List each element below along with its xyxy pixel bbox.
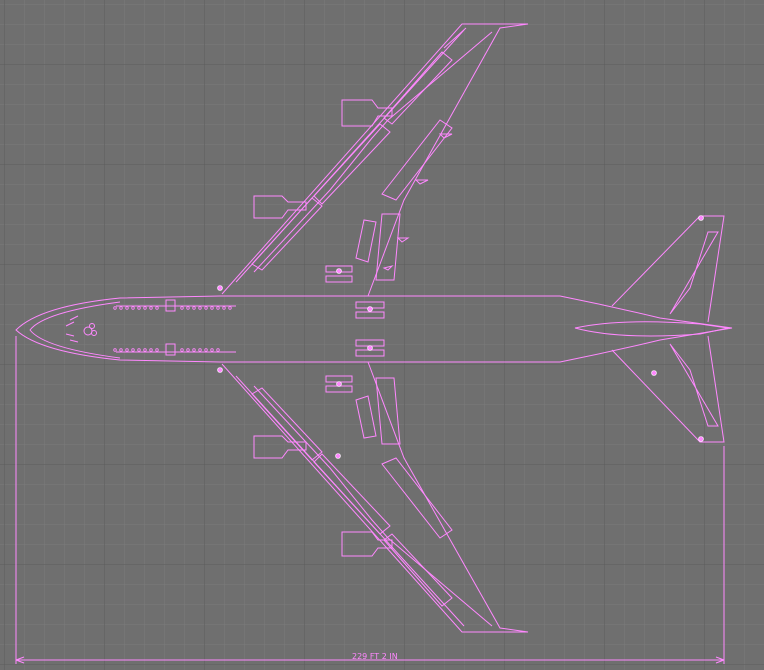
vertex-handle (217, 367, 223, 373)
vertex-handle (651, 370, 657, 376)
vertex-handle (335, 453, 341, 459)
fuselage (15, 295, 733, 363)
vertex-handle (336, 268, 342, 274)
window-row-lower (113, 348, 220, 352)
wing-lower (221, 339, 529, 633)
vertex-handle (698, 215, 704, 221)
window-row-upper (113, 306, 232, 310)
vertex-handle (698, 436, 704, 442)
wing-upper (221, 23, 529, 319)
horizontal-stabilizer (611, 215, 725, 443)
vertex-handle (217, 285, 223, 291)
dimension-label: 229 FT 2 IN (352, 652, 398, 661)
vertex-handle (336, 381, 342, 387)
vertex-handle (367, 345, 373, 351)
vertex-handle (367, 306, 373, 312)
dimension-lines (15, 336, 725, 664)
